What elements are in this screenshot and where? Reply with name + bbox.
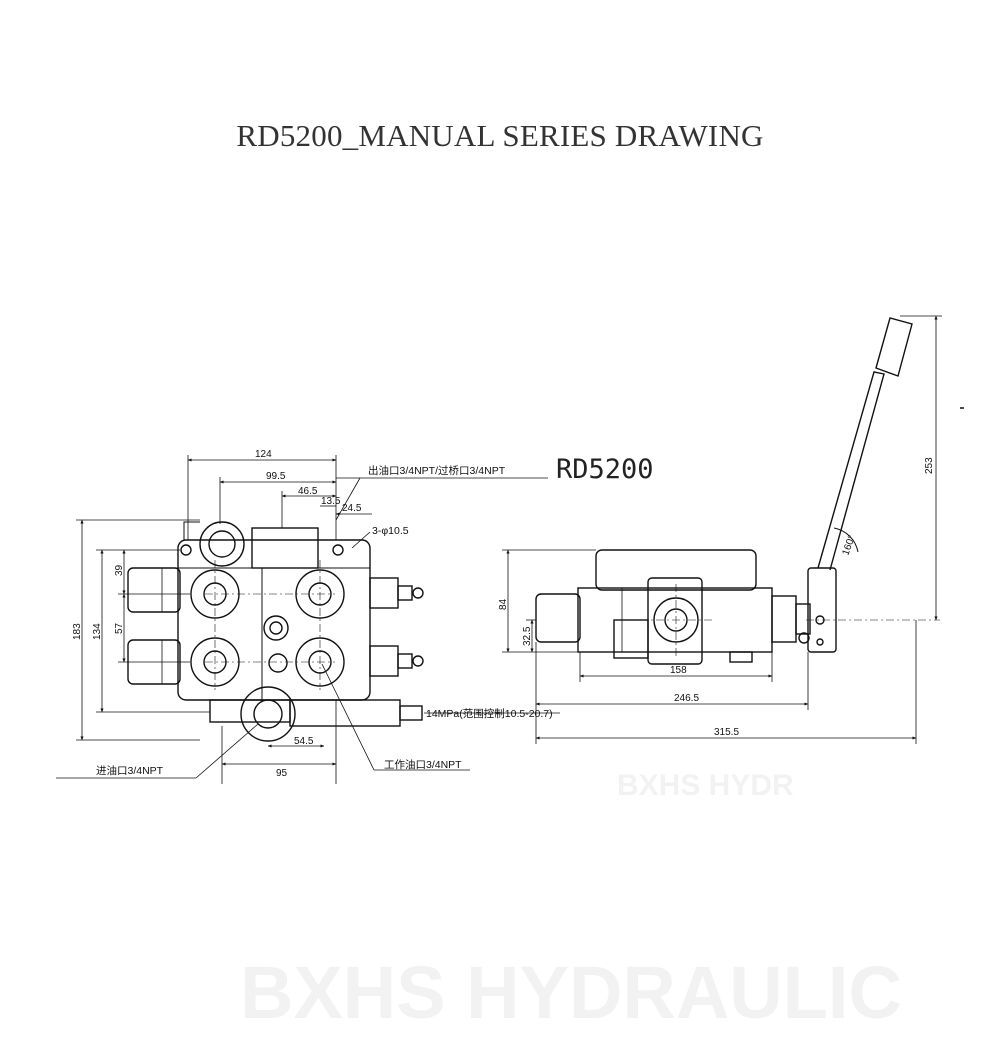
dim-46-5: 46.5 — [298, 486, 318, 497]
dim-13-5: 13.5 — [321, 496, 341, 507]
side-spool-cap — [535, 593, 581, 643]
dim-54-5: 54.5 — [294, 736, 314, 747]
valve-body-front — [177, 539, 371, 701]
dim-57: 57 — [114, 622, 125, 634]
drawing-title: RD5200_MANUAL SERIES DRAWING — [236, 118, 764, 153]
lever-handle — [875, 317, 913, 377]
right-fitting-lower — [369, 645, 399, 677]
dim-lever-angle: 160° — [840, 534, 857, 557]
dim-95: 95 — [276, 768, 288, 779]
lever-arm — [817, 371, 885, 571]
relief-valve — [289, 699, 401, 727]
dim-158: 158 — [670, 665, 687, 676]
dim-39: 39 — [114, 564, 125, 576]
spool-cap-upper — [127, 567, 181, 613]
dim-99-5: 99.5 — [266, 471, 286, 482]
callout-relief: 14MPa(范围控制10.5-20.7) — [426, 707, 553, 720]
inlet-port — [240, 686, 296, 742]
dim-253: 253 — [924, 457, 935, 474]
callout-mount-holes: 3-φ10.5 — [372, 525, 409, 537]
callout-outlet: 出油口3/4NPT/过桥口3/4NPT — [368, 464, 506, 477]
dim-124: 124 — [255, 449, 272, 460]
model-label: RD5200 — [556, 454, 654, 485]
dim-32-5: 32.5 — [522, 626, 533, 646]
side-port — [653, 597, 699, 643]
dim-183: 183 — [72, 623, 83, 640]
dim-315-5: 315.5 — [714, 727, 739, 738]
dim-24-5: 24.5 — [342, 503, 362, 514]
callout-inlet: 进油口3/4NPT — [96, 764, 164, 777]
side-view-dimensions — [502, 315, 942, 744]
lever-bracket — [807, 567, 837, 653]
watermark-large: BXHS HYDRAULIC — [240, 951, 902, 1034]
front-view — [127, 521, 424, 742]
front-view-dimensions — [56, 455, 560, 784]
top-boss — [251, 527, 319, 569]
dim-246-5: 246.5 — [674, 693, 699, 704]
callout-work-port: 工作油口3/4NPT — [384, 758, 462, 771]
dim-134: 134 — [92, 623, 103, 640]
outlet-port — [199, 521, 245, 567]
watermark-small: BXHS HYDR — [617, 769, 794, 802]
right-fitting-upper — [369, 577, 399, 609]
side-view — [535, 317, 940, 665]
dim-84: 84 — [498, 598, 509, 610]
